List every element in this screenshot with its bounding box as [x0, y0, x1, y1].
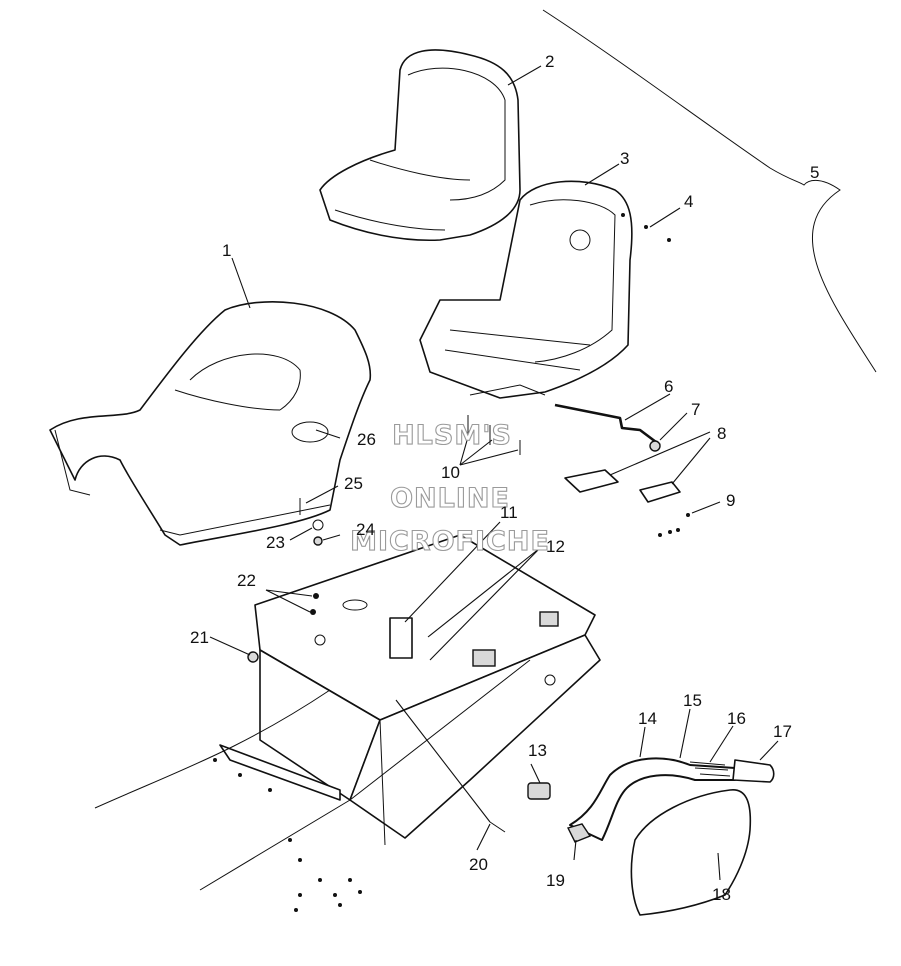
- leader-lines: [209, 65, 779, 881]
- callout-labels: 1 2 3 4 5 6 7 8 9 10 11 12 13 14 15 16 1…: [190, 52, 819, 904]
- callout-6: 6: [664, 377, 673, 396]
- callout-21: 21: [190, 628, 209, 647]
- callout-2: 2: [545, 52, 554, 71]
- callout-25: 25: [344, 474, 363, 493]
- watermark-line-3: MICROFICHE: [350, 526, 550, 557]
- rivet-holes: [213, 758, 362, 912]
- part-17-grip: [732, 759, 775, 783]
- watermark-line-2: ONLINE: [390, 483, 510, 514]
- part-23-washer: [312, 519, 324, 531]
- callout-14: 14: [638, 709, 657, 728]
- watermark: HLSM'S ONLINE MICROFICHE: [350, 419, 550, 557]
- callout-12: 12: [546, 537, 565, 556]
- callout-18: 18: [712, 885, 731, 904]
- part-4-screws: [621, 213, 671, 242]
- part-19-clamp: [566, 823, 592, 843]
- part-7-knob: [649, 440, 661, 452]
- part-2-seat-cushion: [319, 49, 521, 242]
- callout-11: 11: [500, 503, 518, 522]
- callout-20: 20: [469, 855, 488, 874]
- callout-7: 7: [691, 400, 700, 419]
- callout-15: 15: [683, 691, 702, 710]
- part-24-bolt: [313, 536, 323, 546]
- chassis-tunnel: [94, 534, 601, 891]
- part-22-nuts: [310, 593, 319, 615]
- callout-24: 24: [356, 520, 375, 539]
- callout-23: 23: [266, 533, 285, 552]
- part-1-main-seat: [49, 301, 372, 546]
- callout-22: 22: [237, 571, 256, 590]
- part-21-bolt: [247, 651, 259, 663]
- callout-17: 17: [773, 722, 792, 741]
- assembly-bracket: [542, 9, 877, 373]
- callout-4: 4: [684, 192, 693, 211]
- callout-13: 13: [528, 741, 547, 760]
- part-13-bushing: [527, 782, 551, 800]
- part-9-screws: [658, 513, 690, 537]
- callout-1: 1: [222, 241, 231, 260]
- callout-19: 19: [546, 871, 565, 890]
- callout-16: 16: [727, 709, 746, 728]
- part-8-brackets: [564, 469, 681, 503]
- callout-3: 3: [620, 149, 629, 168]
- callout-10: 10: [441, 463, 460, 482]
- callout-26: 26: [357, 430, 376, 449]
- part-18-pad: [630, 789, 752, 916]
- part-6-latch-rod: [554, 403, 661, 447]
- watermark-line-1: HLSM'S: [392, 420, 512, 451]
- callout-5: 5: [810, 163, 819, 182]
- callout-9: 9: [726, 491, 735, 510]
- part-16-spring: [689, 761, 731, 777]
- part-3-seat-shell: [419, 180, 633, 399]
- part-20-cable: [489, 821, 506, 833]
- callout-8: 8: [717, 424, 726, 443]
